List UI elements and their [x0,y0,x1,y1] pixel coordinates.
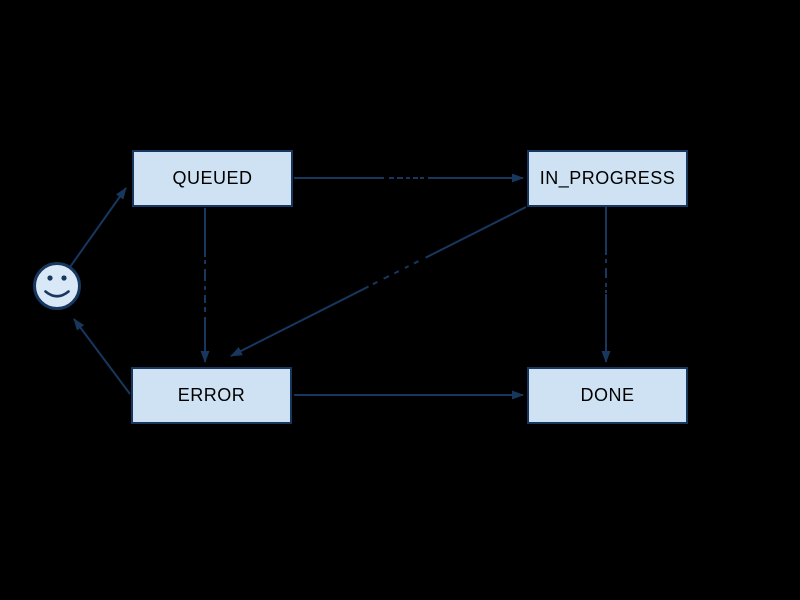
edge-label-occlusion-queued-to-in-progress [384,170,428,185]
node-done: DONE [527,367,688,424]
smiley-face-icon [33,262,81,310]
edge-start-to-queued [69,187,127,268]
smiley-right-eye [61,275,67,281]
smiley-left-eye [47,275,53,281]
node-error-label: ERROR [177,385,246,405]
edge-label-occlusion-in-progress-to-done [598,255,615,294]
smiley-mouth [44,290,70,298]
node-queued-label: QUEUED [172,168,253,188]
node-in-progress-label: IN_PROGRESS [539,168,676,188]
node-done-label: DONE [580,385,635,405]
node-queued: QUEUED [132,150,293,207]
edge-label-occlusion-in-progress-to-error [364,250,430,294]
node-in-progress: IN_PROGRESS [527,150,688,207]
node-error: ERROR [131,367,292,424]
edge-error-to-start [73,318,131,395]
edge-label-occlusion-queued-to-error [196,257,214,317]
